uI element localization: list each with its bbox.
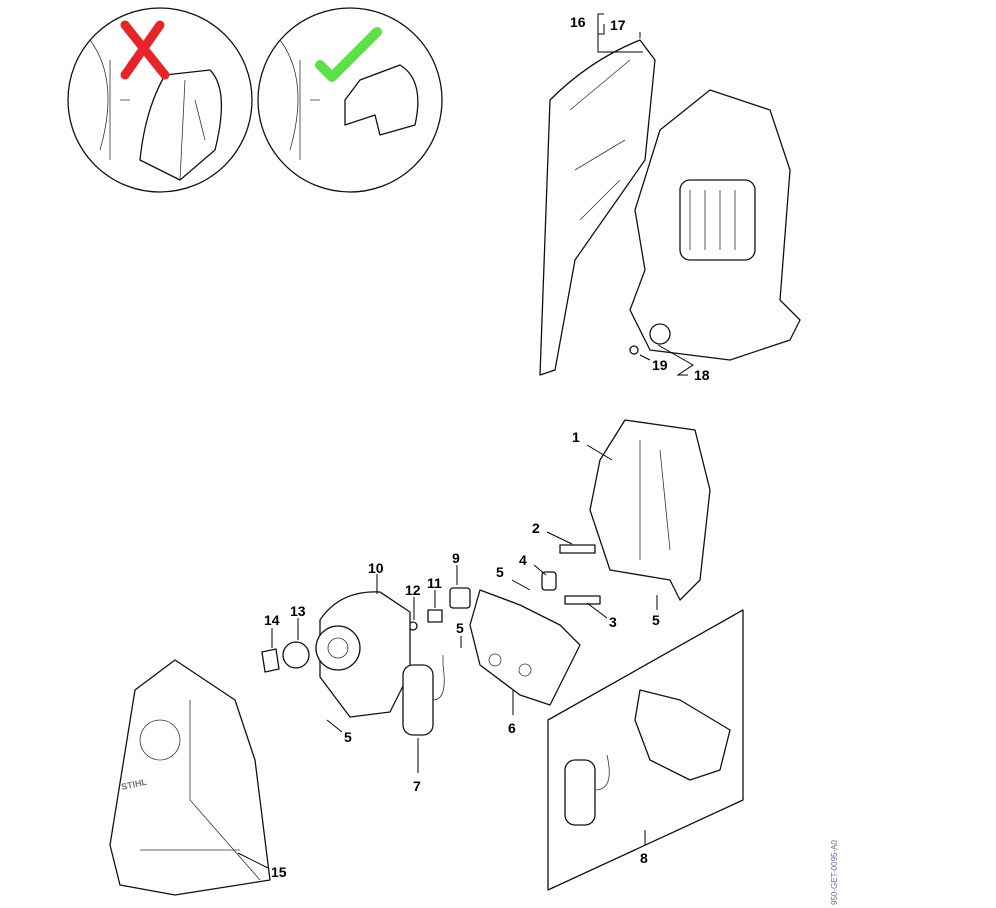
callout-18: 18 <box>694 367 710 383</box>
motor-pump-assembly <box>539 39 801 376</box>
motor-bracket-6 <box>469 589 581 706</box>
callout-9: 9 <box>452 550 460 566</box>
callout-8: 8 <box>640 850 648 866</box>
clip-4 <box>541 571 557 591</box>
callout-12: 12 <box>405 582 421 598</box>
callout-4: 4 <box>519 552 527 568</box>
callout-6: 6 <box>508 720 516 736</box>
callout-15: 15 <box>271 864 287 880</box>
callout-7: 7 <box>413 778 421 794</box>
cap-14 <box>261 648 280 673</box>
callout-3: 3 <box>609 614 617 630</box>
callout-13: 13 <box>290 603 306 619</box>
callout-5: 5 <box>496 564 504 580</box>
housing-half-1 <box>589 419 711 601</box>
capacitor-7 <box>402 655 445 736</box>
callout-11: 11 <box>427 575 442 591</box>
callout-1: 1 <box>572 429 580 445</box>
callout-5: 5 <box>344 729 352 745</box>
callout-19: 19 <box>652 357 668 373</box>
switch-9 <box>449 587 471 609</box>
pad-2 <box>559 544 596 554</box>
part-11 <box>427 609 443 623</box>
callout-17: 17 <box>610 17 626 33</box>
check-icon <box>315 27 382 82</box>
callout-2: 2 <box>532 520 540 536</box>
pad-3 <box>564 595 601 605</box>
callout-10: 10 <box>368 560 384 576</box>
fan-cover-10 <box>315 591 411 718</box>
housing-front-15: STIHL <box>109 659 271 896</box>
callout-14: 14 <box>264 612 280 628</box>
callout-16: 16 <box>570 14 586 30</box>
leader-lines <box>237 13 694 869</box>
callout-5: 5 <box>652 612 660 628</box>
callout-5: 5 <box>456 620 464 636</box>
kit-8 <box>547 609 744 891</box>
detail-circle-correct <box>257 7 443 193</box>
callout-labels: 16 17 19 18 1 2 4 3 5 5 9 10 11 12 13 14… <box>264 14 710 880</box>
knob-13 <box>282 641 310 669</box>
cross-icon <box>120 20 170 80</box>
detail-circle-wrong <box>67 7 253 193</box>
document-id: 950-GET-0095-A0 <box>830 840 839 905</box>
